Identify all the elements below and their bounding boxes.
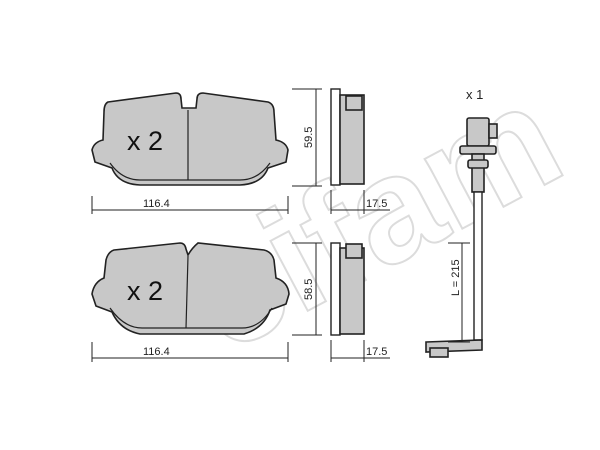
- pad-bottom-quantity: x 2: [127, 276, 163, 306]
- pad-bottom-width-dimension: 116.4: [91, 342, 289, 362]
- pad-top-quantity: x 2: [127, 126, 163, 156]
- pad-top-height-label: 59.5: [303, 127, 315, 148]
- pad-bottom-height-label: 58.5: [303, 279, 315, 300]
- sensor-length-label: L = 215: [450, 259, 462, 296]
- pad-bottom-inner-edge: [109, 307, 273, 329]
- sensor-cable: [473, 191, 483, 341]
- sensor-connector: [466, 117, 490, 147]
- pad-top-inner-edge: [109, 162, 271, 181]
- pad-bottom-outline: [91, 242, 290, 335]
- pad-top-outline: [91, 92, 289, 186]
- pad-top-thickness-label: 17.5: [366, 198, 387, 210]
- pad-bottom-width-label: 116.4: [143, 346, 170, 358]
- pad-top-height-dimension: 59.5: [292, 88, 322, 187]
- pad-top-front-view: x 2: [91, 92, 289, 186]
- pad-bottom-groove: [185, 255, 189, 329]
- sensor-clip: [467, 159, 489, 169]
- pad-bottom-thickness-label: 17.5: [366, 346, 387, 358]
- sensor-connector-tab: [488, 123, 498, 139]
- pad-bottom-front-view: x 2: [91, 242, 290, 335]
- pad-bottom-side-view: 17.5: [330, 242, 390, 362]
- pad-top-width-dimension: 116.4: [91, 196, 289, 214]
- pad-top-side-view: 17.5: [330, 88, 390, 214]
- pad-bottom-height-dimension: 58.5: [292, 242, 322, 336]
- pad-top-width-label: 116.4: [143, 198, 170, 210]
- sensor-connector-flange: [459, 145, 497, 155]
- sensor-probe-tip: [429, 347, 449, 358]
- sensor-quantity: x 1: [466, 87, 483, 102]
- wear-sensor: x 1 L = 215: [425, 87, 498, 358]
